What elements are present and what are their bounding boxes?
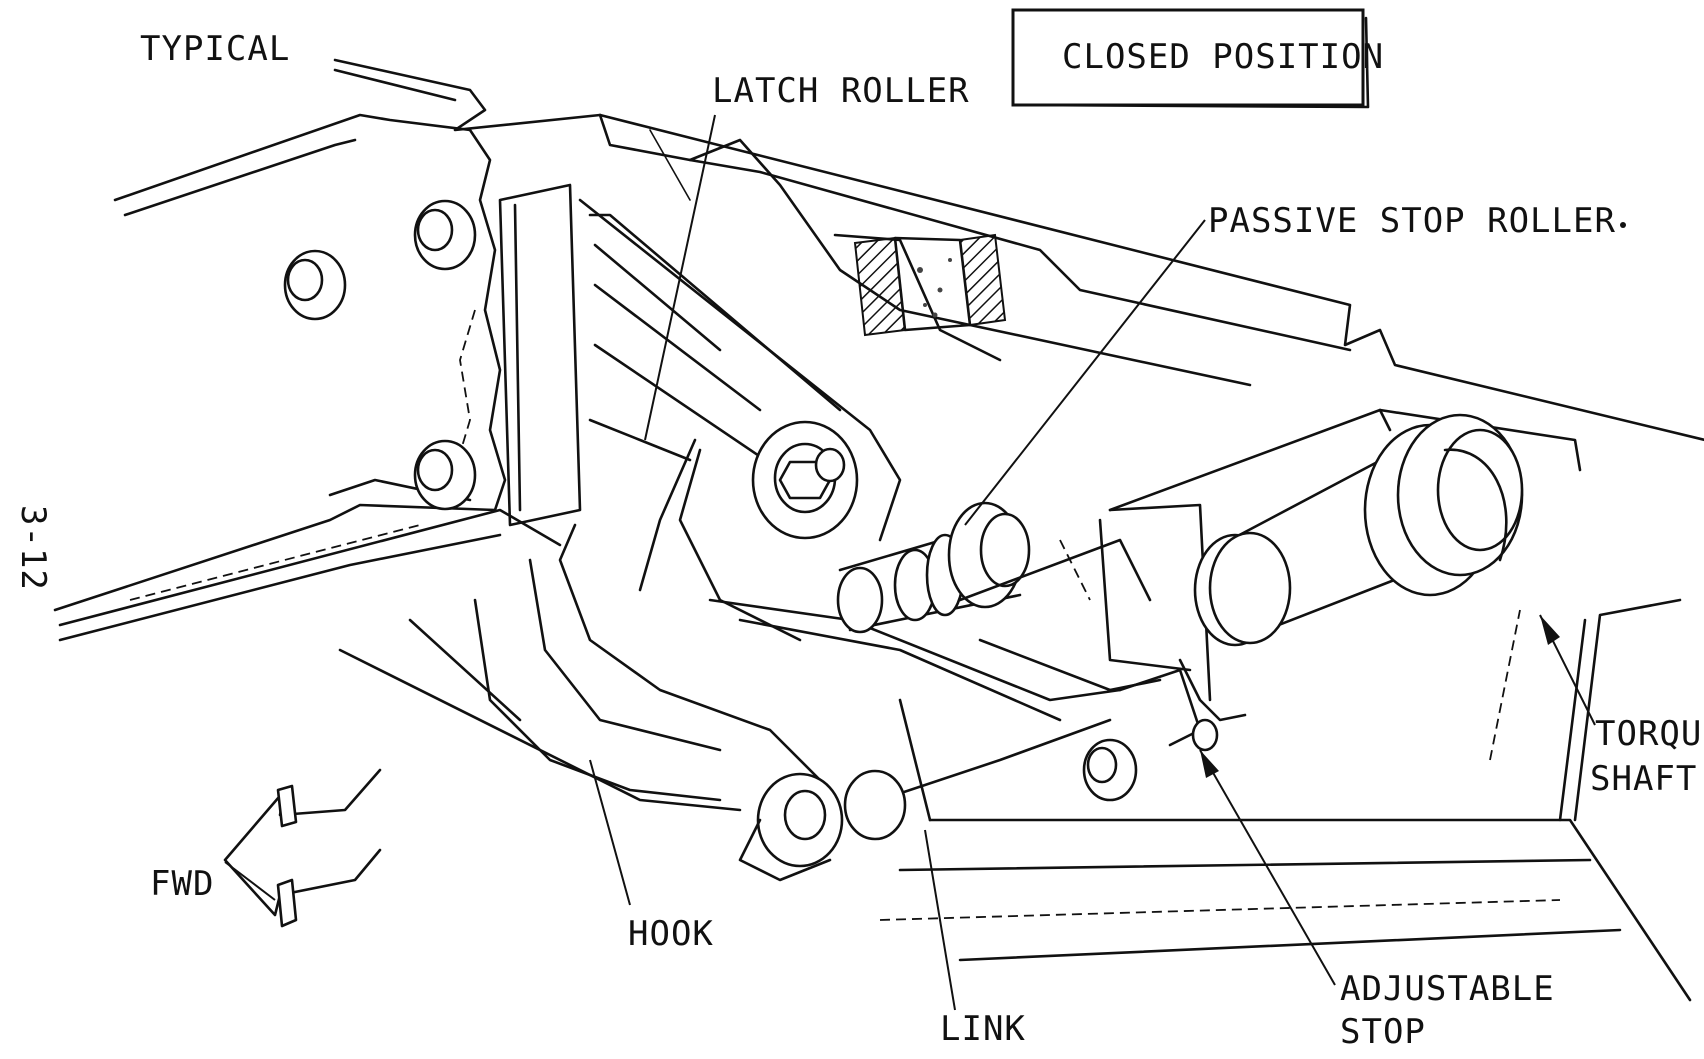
label-hook: HOOK xyxy=(628,914,714,954)
hook xyxy=(473,438,822,802)
label-typical: TYPICAL xyxy=(140,29,290,69)
latch-bracket xyxy=(498,183,902,542)
label-latch-roller: LATCH ROLLER xyxy=(712,71,970,111)
hatched-section xyxy=(853,233,1007,337)
bolt xyxy=(413,439,477,511)
lower-frame xyxy=(338,598,1692,1002)
link-leader xyxy=(924,829,956,1011)
label-link: LINK xyxy=(940,1009,1026,1049)
label-closed-position: CLOSED POSITION xyxy=(1062,37,1384,77)
frame-bolts xyxy=(283,199,477,511)
upper-beam xyxy=(333,58,1704,442)
passive-stop-roller xyxy=(836,501,1162,692)
link xyxy=(708,598,1122,882)
label-adjustable-stop-line1: ADJUSTABLE xyxy=(1340,969,1555,1009)
latch-roller-leader xyxy=(644,114,716,441)
label-passive-stop-roller: PASSIVE STOP ROLLER xyxy=(1208,201,1616,241)
torque-shaft-arrowhead xyxy=(1540,615,1560,645)
label-torque-shaft-line2: SHAFT xyxy=(1590,759,1697,799)
label-adjustable-stop-line2: STOP xyxy=(1340,1012,1426,1052)
passive-stop-roller-leader xyxy=(964,219,1206,526)
left-frame xyxy=(53,113,562,642)
stray-mark xyxy=(1620,222,1626,228)
fwd-leader xyxy=(224,861,276,901)
latch-roller xyxy=(751,420,859,540)
hook-leader xyxy=(589,759,631,906)
forward-arrow-icon xyxy=(223,768,382,928)
bolt xyxy=(413,199,477,271)
page-number: 3-12 xyxy=(13,505,53,591)
adjustable-stop xyxy=(1082,658,1247,802)
bolt xyxy=(283,249,347,321)
torque-shaft-assembly xyxy=(1059,408,1582,702)
adjustable-stop-leader xyxy=(1199,749,1336,986)
label-fwd: FWD xyxy=(150,864,214,904)
label-torque-shaft-line1: TORQUE xyxy=(1595,714,1704,754)
adjustable-stop-arrowhead xyxy=(1200,750,1219,778)
